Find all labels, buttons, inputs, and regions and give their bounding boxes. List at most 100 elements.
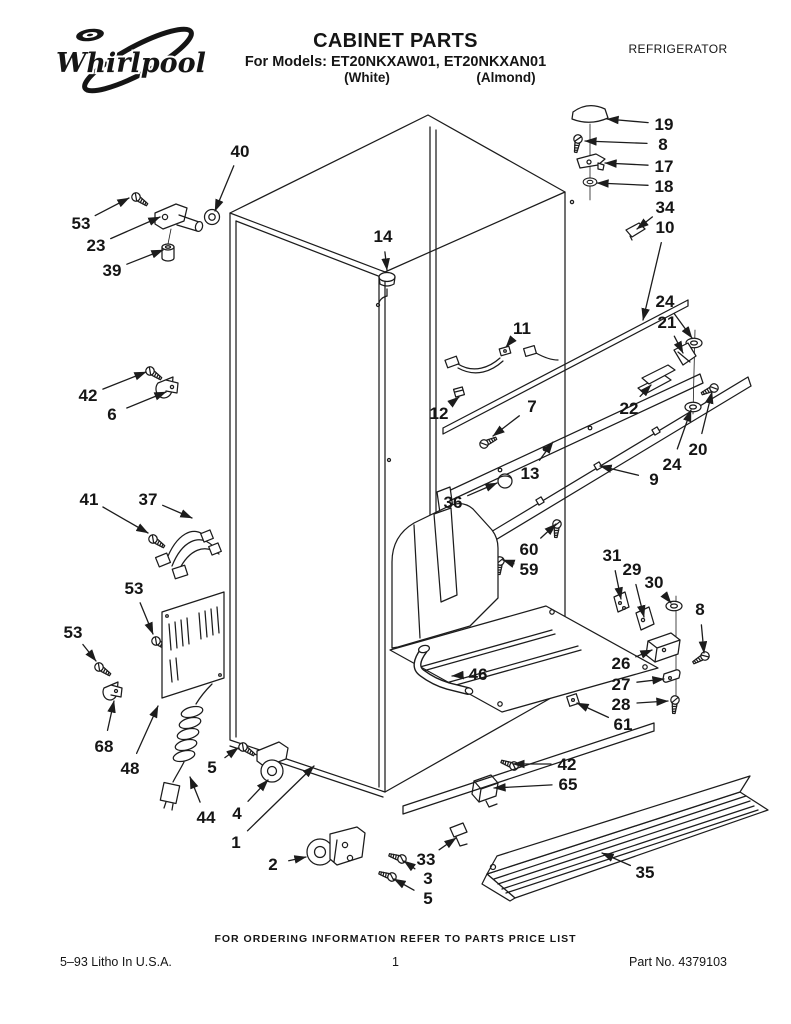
- callout-leader-39: [126, 249, 164, 265]
- screw-41-icon: [146, 532, 168, 551]
- callout-leader-36: [467, 482, 498, 497]
- color-label-almond: (Almond): [476, 70, 536, 85]
- callout-leader-23: [110, 216, 161, 240]
- washer-30-icon: [665, 600, 683, 612]
- part-callout-9: 9: [649, 470, 658, 489]
- upper-rails: [436, 299, 752, 557]
- part-callout-23: 23: [87, 236, 106, 255]
- callout-leader-20: [701, 391, 714, 435]
- part-callout-39: 39: [103, 261, 122, 280]
- callout-leader-53: [139, 602, 154, 635]
- callout-leader-35: [601, 852, 632, 867]
- bottom-rail: [402, 722, 655, 815]
- callout-leader-28: [636, 697, 669, 707]
- lower-left-fasteners: [92, 634, 171, 701]
- washer-24-icon: [684, 401, 702, 413]
- part-callout-10: 10: [656, 218, 675, 237]
- screw-5-icon: [236, 740, 258, 759]
- callout-leader-34: [636, 216, 654, 230]
- page-title: CABINET PARTS: [313, 30, 478, 52]
- drain-tube: [413, 644, 474, 695]
- part-callout-35: 35: [636, 863, 655, 882]
- part-callout-36: 36: [444, 493, 463, 512]
- callout-leader-60: [540, 523, 557, 539]
- part-callout-40: 40: [231, 142, 250, 161]
- part-callout-20: 20: [689, 440, 708, 459]
- part-callout-5: 5: [423, 889, 432, 908]
- callout-leader-30: [660, 591, 672, 604]
- part-callout-3: 3: [423, 869, 432, 888]
- callout-leader-42: [102, 371, 147, 390]
- part-callout-42: 42: [79, 386, 98, 405]
- part-callout-34: 34: [656, 198, 675, 217]
- callout-leader-46: [451, 670, 464, 680]
- callout-leader-11: [505, 335, 517, 348]
- callout-leader-53: [82, 643, 97, 662]
- callout-leader-9: [599, 464, 640, 476]
- callout-leader-6: [126, 391, 167, 409]
- part-callout-4: 4: [232, 804, 242, 823]
- grommet-18-icon: [582, 177, 598, 187]
- screw-3-icon: [387, 850, 408, 865]
- callout-leader-33: [438, 837, 457, 851]
- base-clips: [471, 756, 521, 808]
- part-callout-1: 1: [231, 833, 240, 852]
- callout-leader-1: [246, 765, 315, 832]
- screw-7-icon: [477, 433, 499, 451]
- part-callout-41: 41: [80, 490, 99, 509]
- callout-leader-19: [606, 115, 649, 125]
- power-cord: [159, 683, 213, 811]
- callout-leader-59: [502, 559, 516, 568]
- cord-clamp-upper: [143, 364, 179, 399]
- litho-note: 5–93 Litho In U.S.A.: [60, 955, 172, 969]
- callout-leader-4: [247, 779, 269, 802]
- callout-leader-31: [614, 570, 623, 600]
- part-callout-37: 37: [139, 490, 158, 509]
- part-callout-5: 5: [207, 758, 216, 777]
- callout-leader-2: [288, 855, 307, 864]
- part-callout-13: 13: [521, 464, 540, 483]
- part-callout-61: 61: [614, 715, 633, 734]
- part-callout-53: 53: [125, 579, 144, 598]
- part-callout-19: 19: [655, 115, 674, 134]
- callout-leader-5: [393, 878, 415, 891]
- top-plug: [375, 271, 396, 308]
- part-callout-44: 44: [197, 808, 216, 827]
- doc-type-label: REFRIGERATOR: [628, 42, 728, 56]
- callout-leader-17: [604, 159, 649, 168]
- callout-leader-53: [94, 197, 130, 217]
- callout-leader-5: [224, 747, 239, 759]
- callout-leader-24: [676, 409, 692, 450]
- screw-28-icon: [669, 694, 681, 715]
- rear-roller-assembly: [306, 826, 408, 883]
- wiring-harness: [444, 345, 559, 398]
- callout-leader-27: [636, 676, 665, 685]
- part-callout-21: 21: [658, 313, 677, 332]
- screw-8-icon: [570, 133, 584, 154]
- callout-leader-7: [492, 415, 520, 437]
- ordering-note: FOR ORDERING INFORMATION REFER TO PARTS …: [214, 933, 577, 945]
- part-callout-2: 2: [268, 855, 277, 874]
- part-callout-65: 65: [559, 775, 578, 794]
- part-callout-53: 53: [64, 623, 83, 642]
- part-callout-59: 59: [520, 560, 539, 579]
- part-callout-11: 11: [513, 319, 531, 338]
- callout-leader-29: [635, 583, 646, 618]
- callout-leader-61: [576, 702, 610, 719]
- color-label-white: (White): [344, 70, 390, 85]
- callout-leader-8: [698, 624, 708, 654]
- screw-42-icon: [143, 364, 165, 383]
- part-callout-68: 68: [95, 737, 114, 756]
- logo-eye-pupil: [86, 33, 94, 37]
- brand-name: Whirlpool: [56, 48, 206, 79]
- part-callout-12: 12: [430, 404, 449, 423]
- part-callout-14: 14: [374, 227, 393, 246]
- part-number: Part No. 4379103: [629, 955, 727, 969]
- part-callout-33: 33: [417, 850, 436, 869]
- part-callout-7: 7: [527, 397, 536, 416]
- callout-leader-48: [135, 705, 159, 755]
- screw-60-icon: [551, 518, 563, 539]
